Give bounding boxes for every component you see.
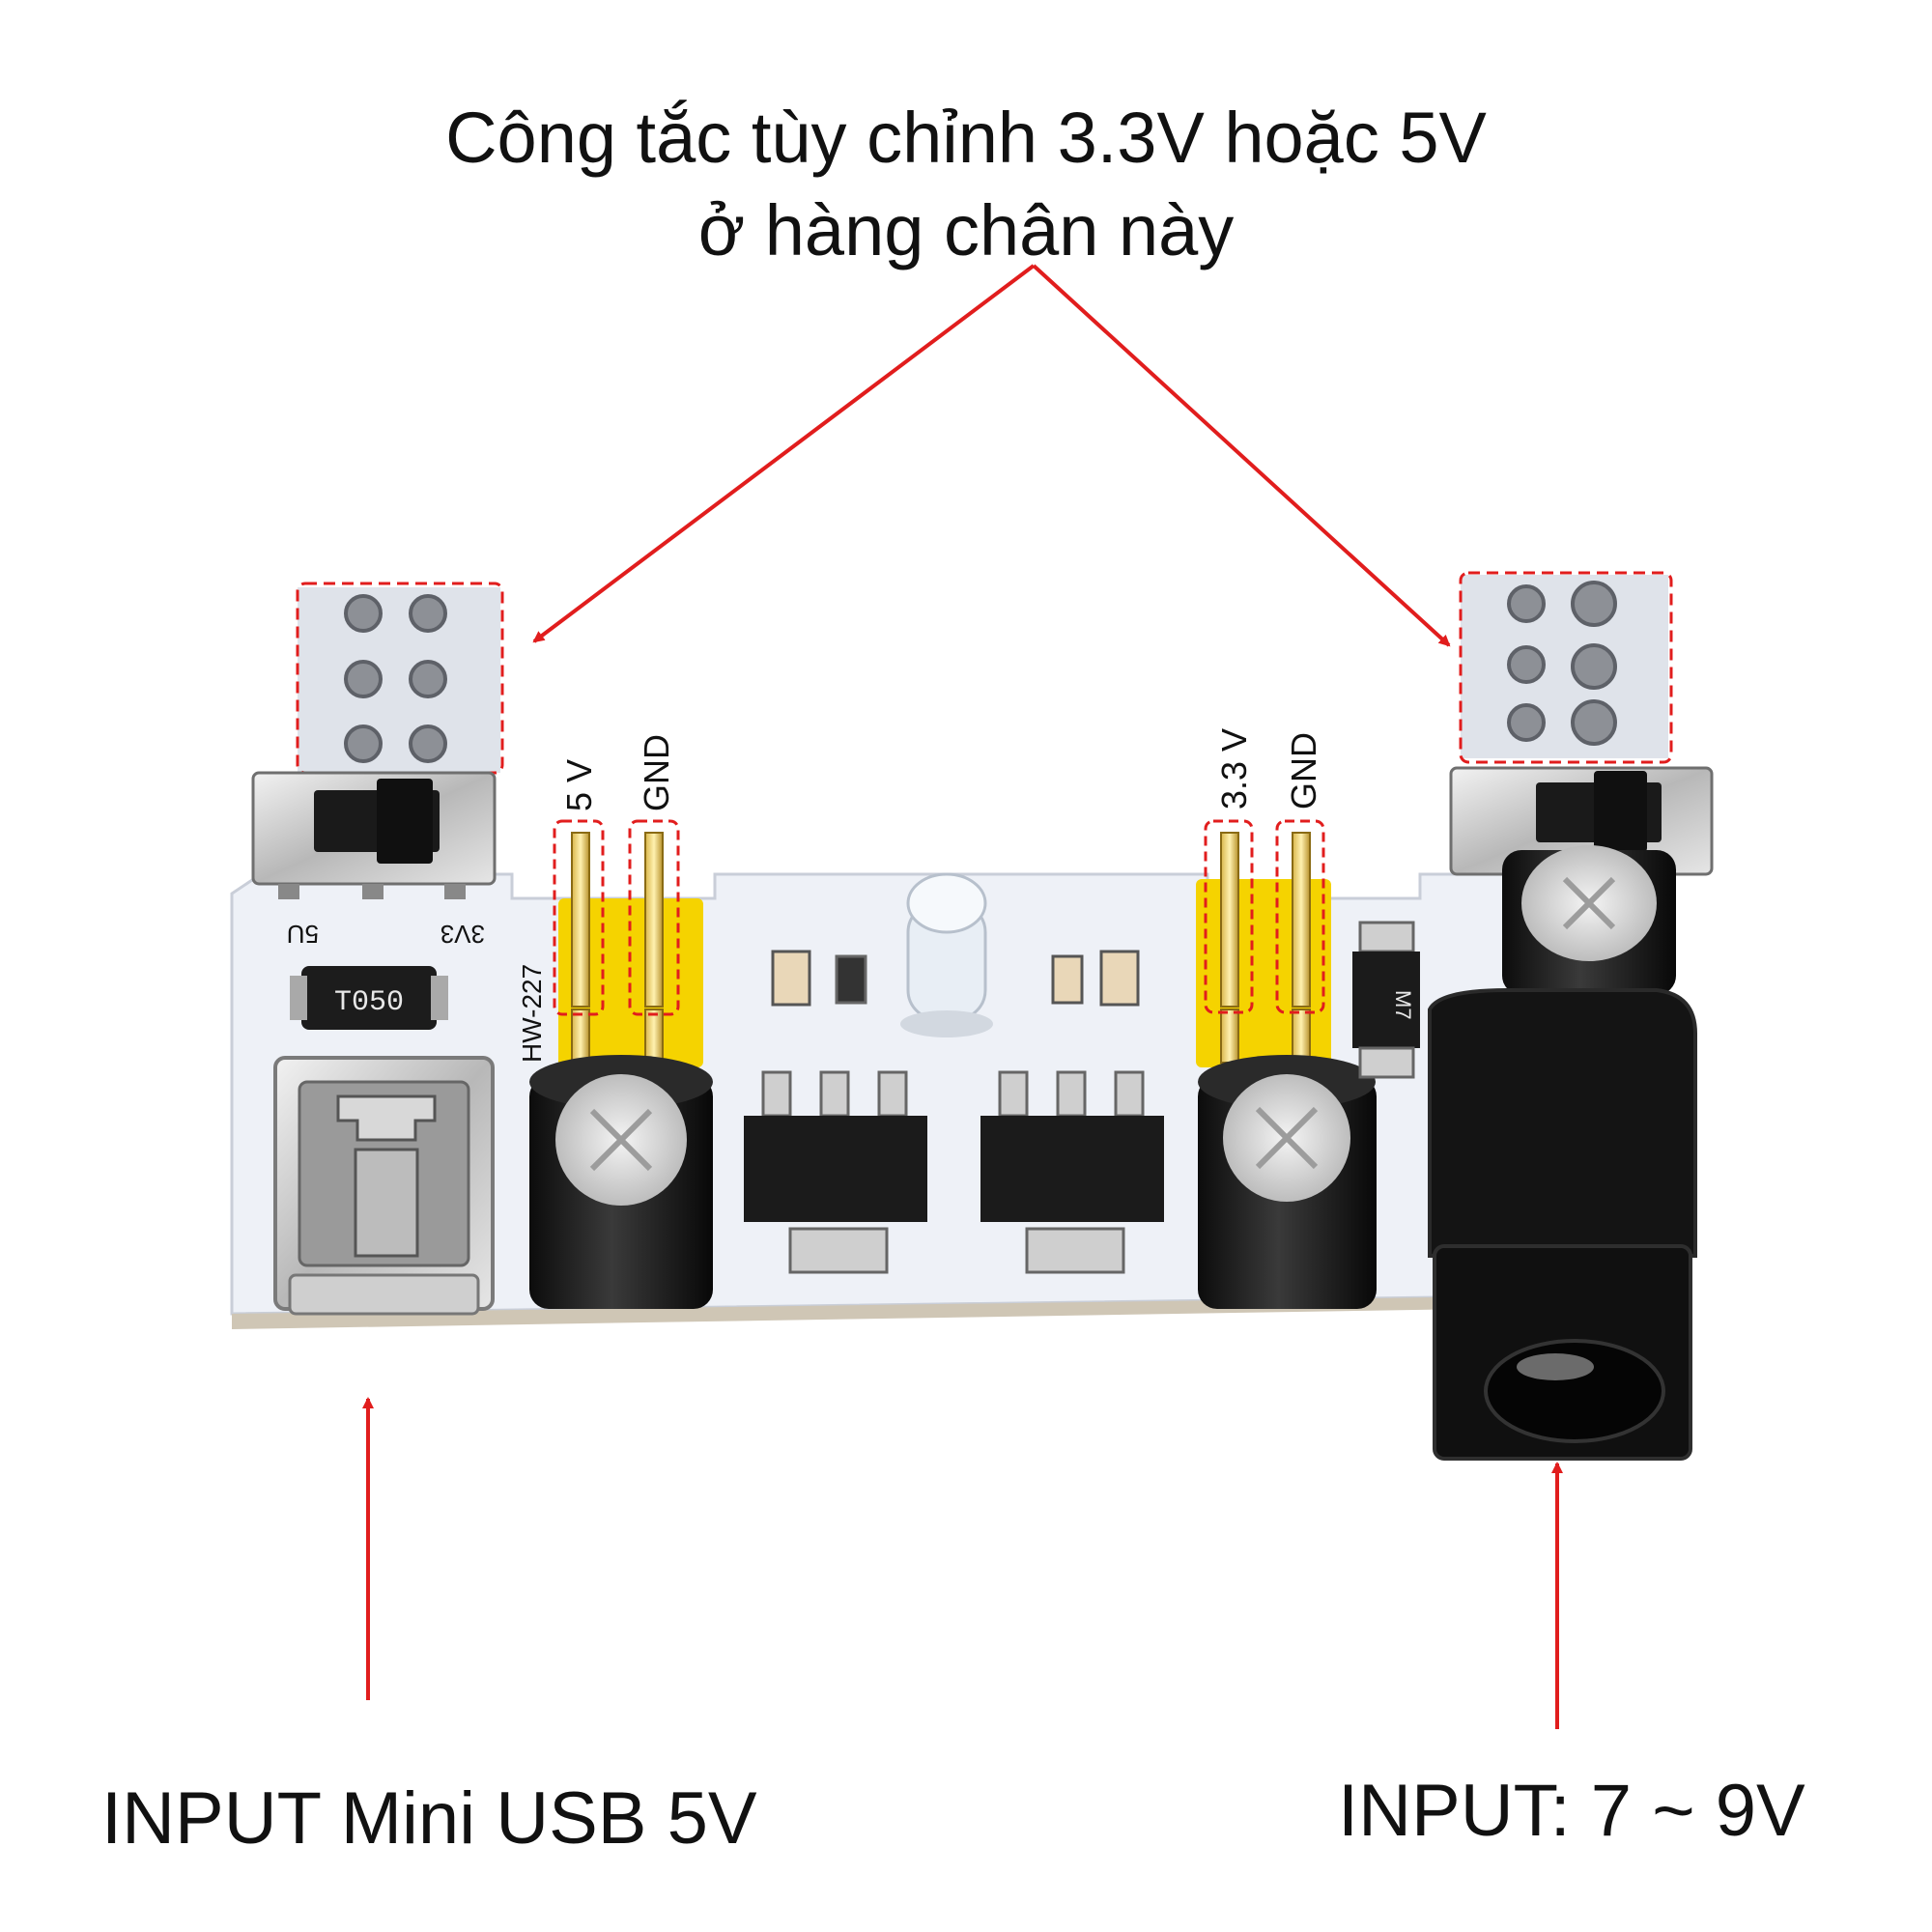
smd-resistors-right	[1051, 950, 1140, 1007]
pin-gnd-left-highlight	[628, 819, 680, 1016]
arrow-to-left-pads	[532, 264, 1036, 643]
mini-usb-port[interactable]	[273, 1056, 495, 1316]
dc-barrel-jack[interactable]	[1428, 988, 1697, 1461]
usb-input-caption: INPUT Mini USB 5V	[101, 1777, 757, 1860]
switch-annotation-caption: Công tắc tùy chỉnh 3.3V hoặc 5V ở hàng c…	[0, 92, 1932, 277]
pin-5v-highlight	[553, 819, 605, 1016]
switch-label-3v3: 3V3	[440, 920, 485, 949]
annotation-arrows	[362, 264, 1563, 1729]
dc-input-caption: INPUT: 7 ~ 9V	[1338, 1770, 1805, 1852]
right-solder-joints	[1507, 581, 1617, 746]
pin-label-5v: 5 V	[559, 759, 599, 811]
right-top-capacitor	[1502, 845, 1676, 995]
left-capacitor	[529, 1055, 713, 1309]
left-slide-switch[interactable]	[251, 771, 497, 899]
right-capacitor	[1198, 1055, 1377, 1309]
board-model-label: HW-227	[517, 964, 547, 1063]
power-led	[900, 872, 993, 1037]
voltage-regulator-3v3	[980, 1070, 1164, 1274]
left-header-pins	[571, 832, 664, 1064]
right-solder-pad-block	[1461, 575, 1668, 758]
fuse-marking: T050	[334, 986, 404, 1019]
right-header-pins	[1220, 832, 1311, 1064]
right-slide-switch[interactable]	[1449, 766, 1714, 876]
pin-3v3-highlight	[1204, 819, 1254, 1014]
right-pad-highlight-box	[1459, 571, 1673, 764]
left-solder-pad-block	[298, 587, 500, 773]
pin-label-gnd-left: GND	[637, 734, 676, 811]
arrow-to-right-pads	[1032, 264, 1451, 647]
pin-label-gnd-right: GND	[1284, 732, 1323, 810]
smd-resistors-left	[771, 950, 867, 1007]
caption-line-2: ở hàng chân này	[697, 190, 1235, 270]
switch-label-5u: 5U	[287, 920, 319, 949]
left-solder-joints	[344, 594, 447, 763]
caption-line-1: Công tắc tùy chỉnh 3.3V hoặc 5V	[445, 98, 1487, 178]
voltage-regulator-5v	[744, 1070, 927, 1274]
diode-component: M7	[1352, 921, 1420, 1079]
pin-gnd-right-highlight	[1275, 819, 1325, 1014]
diode-marking: M7	[1391, 990, 1415, 1020]
fuse-component: T050	[290, 966, 448, 1030]
pin-label-3v3: 3.3 V	[1214, 728, 1254, 810]
